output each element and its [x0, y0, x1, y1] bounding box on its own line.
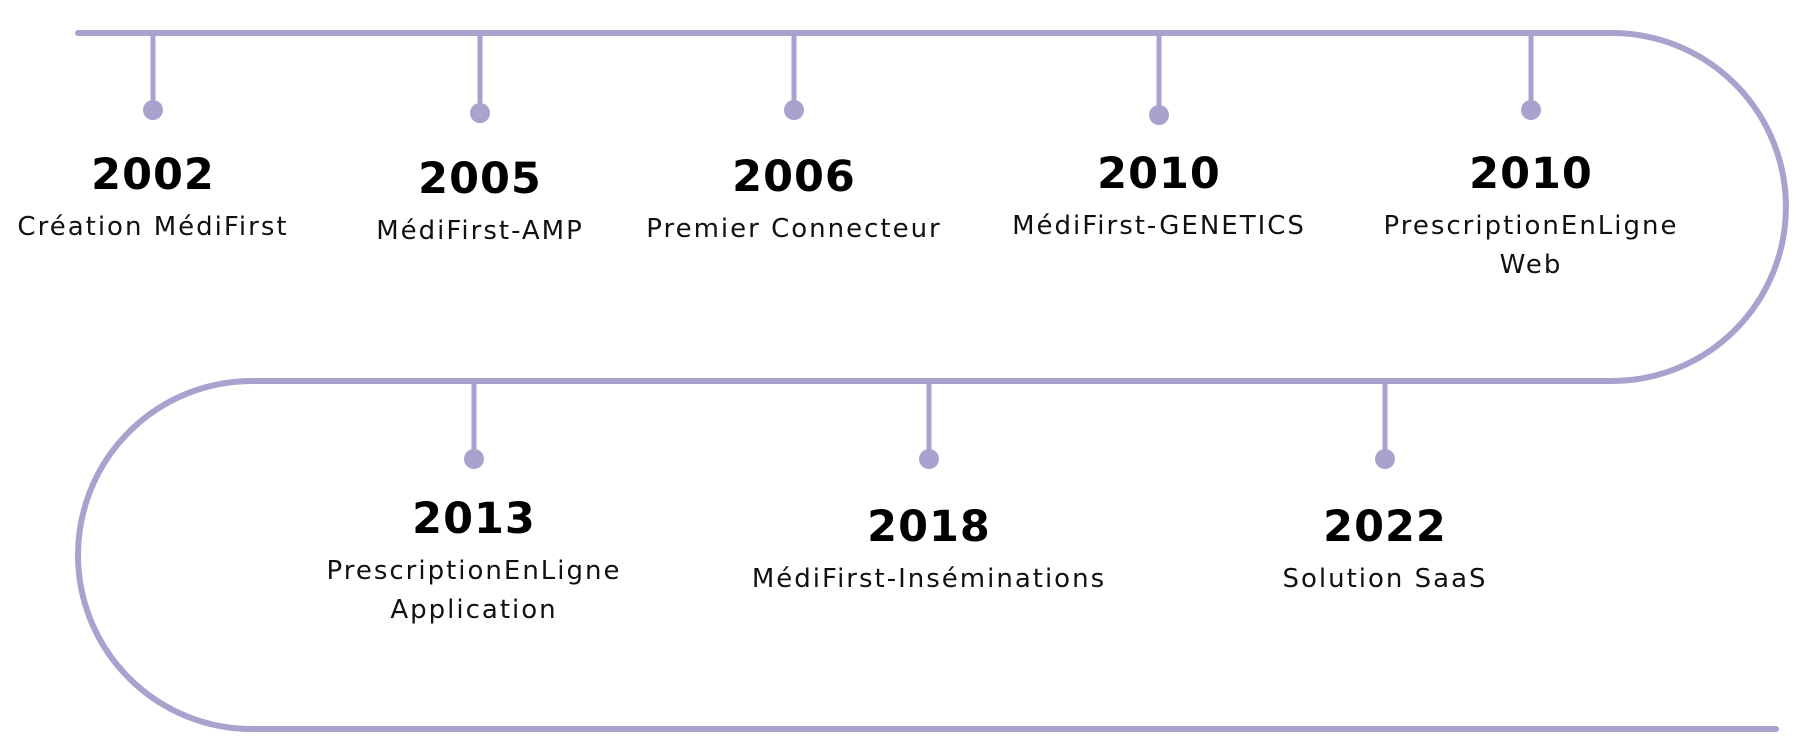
- milestone-2006: 2006 Premier Connecteur: [614, 152, 974, 249]
- milestone-label: MédiFirst-GENETICS: [1012, 211, 1306, 241]
- milestone-year: 2010: [1097, 149, 1221, 199]
- milestone-2010-genetics: 2010 MédiFirst-GENETICS: [979, 149, 1339, 246]
- milestone-year: 2013: [412, 494, 536, 544]
- milestone-dot: [143, 100, 163, 120]
- milestone-dot: [1149, 105, 1169, 125]
- milestone-2002: 2002 Création MédiFirst: [0, 150, 333, 247]
- milestone-year: 2022: [1323, 502, 1447, 552]
- milestone-label: Solution SaaS: [1282, 564, 1488, 594]
- milestone-year: 2010: [1469, 149, 1593, 199]
- milestone-year: 2006: [732, 152, 856, 202]
- timeline-path: [75, 30, 1789, 732]
- milestone-2005: 2005 MédiFirst-AMP: [300, 154, 660, 251]
- milestone-2018: 2018 MédiFirst-Inséminations: [729, 502, 1129, 599]
- milestone-year: 2002: [91, 150, 215, 200]
- milestone-label: MédiFirst-Inséminations: [751, 564, 1107, 594]
- milestone-year: 2005: [418, 154, 542, 204]
- milestone-dot: [784, 100, 804, 120]
- milestone-label: Premier Connecteur: [646, 214, 942, 244]
- milestone-label: PrescriptionEnLigne Web: [1383, 211, 1679, 280]
- milestone-label: PrescriptionEnLigne Application: [326, 556, 622, 625]
- milestone-2022: 2022 Solution SaaS: [1205, 502, 1565, 599]
- milestone-label: Création MédiFirst: [17, 212, 289, 242]
- milestone-dot: [1521, 100, 1541, 120]
- milestone-2010-web: 2010 PrescriptionEnLigne Web: [1371, 149, 1691, 285]
- milestone-label: MédiFirst-AMP: [376, 216, 584, 246]
- milestone-dot: [1375, 449, 1395, 469]
- milestone-dot: [919, 449, 939, 469]
- milestone-dot: [464, 449, 484, 469]
- milestone-2013: 2013 PrescriptionEnLigne Application: [314, 494, 634, 630]
- milestone-year: 2018: [867, 502, 991, 552]
- milestone-dot: [470, 103, 490, 123]
